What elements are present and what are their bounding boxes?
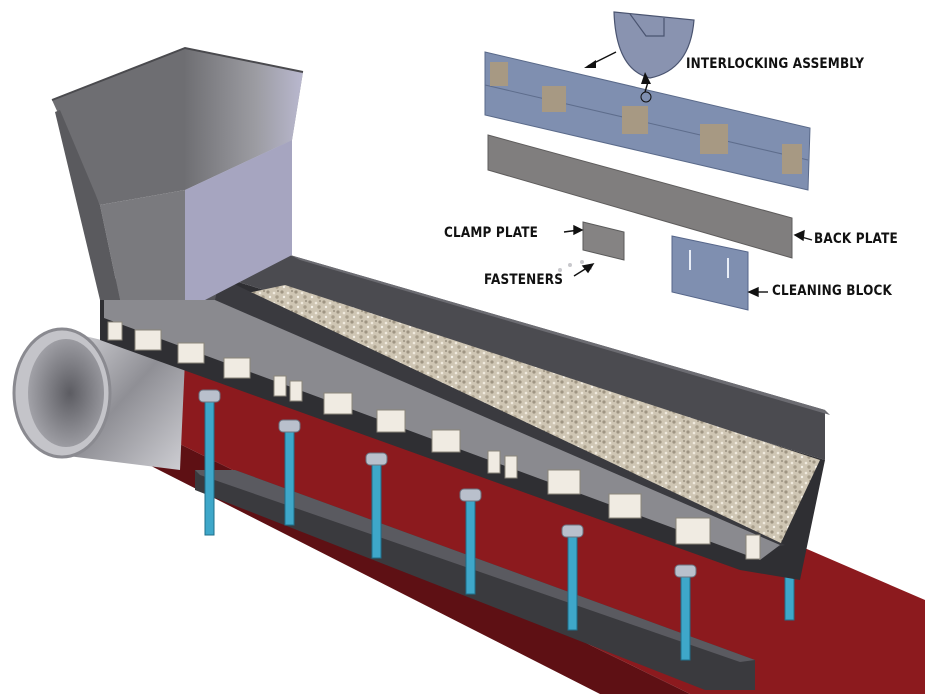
support-legs — [204, 394, 795, 661]
label-arrows — [563, 224, 813, 298]
trough-back-wall — [215, 255, 825, 460]
interlock-detail — [584, 11, 695, 103]
label-cleaning-block: CLEANING BLOCK — [772, 283, 892, 299]
interlocking-assembly-plate — [484, 51, 811, 191]
trough-back-lip — [290, 255, 830, 415]
label-fasteners: FASTENERS — [484, 272, 564, 288]
intake-pipe — [12, 327, 185, 470]
side-tiles — [107, 321, 761, 560]
label-back-plate: BACK PLATE — [814, 231, 898, 247]
label-interlocking-assembly: INTERLOCKING ASSEMBLY — [686, 56, 865, 72]
feed-hopper — [51, 46, 304, 300]
cleaning-block — [671, 235, 749, 311]
support-clamps — [198, 389, 697, 578]
back-plate — [487, 134, 793, 259]
clamp-plate — [582, 221, 625, 261]
label-clamp-plate: CLAMP PLATE — [444, 225, 539, 241]
